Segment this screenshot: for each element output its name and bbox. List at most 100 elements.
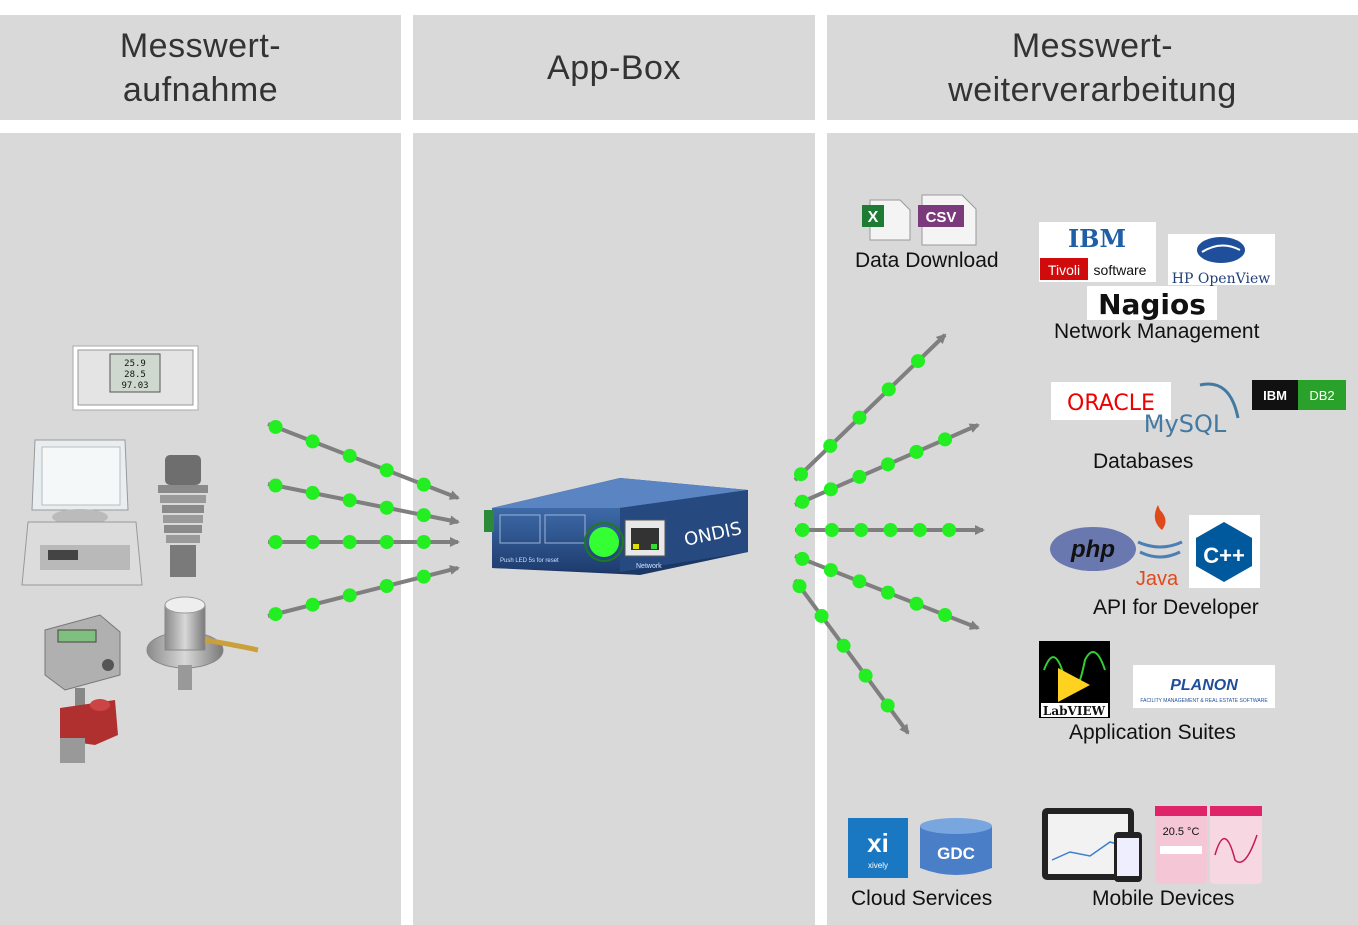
input-flow-4-dot: [342, 588, 357, 603]
svg-text:php: php: [1070, 536, 1115, 563]
logger-line3: 97.03: [121, 381, 148, 391]
input-flow-2-dot: [305, 485, 320, 500]
output-flow-databases-dot: [912, 523, 927, 537]
excel-icon: X: [862, 199, 911, 241]
header-app-box: App-Box: [413, 15, 815, 120]
tablet-icon: [1042, 808, 1142, 882]
svg-text:PLANON: PLANON: [1170, 677, 1238, 694]
label-api-for-developer: API for Developer: [1093, 596, 1259, 619]
app-box-device: Push LED 5s for reset Network ONDIS: [484, 478, 748, 575]
gdc-logo: GDC: [920, 818, 992, 875]
svg-text:FACILITY MANAGEMENT & REAL EST: FACILITY MANAGEMENT & REAL ESTATE SOFTWA…: [1140, 698, 1268, 704]
output-flow-network-dot: [852, 469, 867, 484]
input-flow-3-dot: [379, 535, 394, 549]
svg-text:xi: xi: [867, 828, 889, 858]
output-flow-network-dot: [938, 432, 953, 447]
input-flow-2-dot: [268, 478, 283, 493]
output-flow-apps-dot: [836, 638, 851, 653]
output-flow-network-dot: [880, 457, 895, 472]
cpp-logo: C++: [1189, 515, 1260, 588]
svg-text:DB2: DB2: [1309, 388, 1334, 403]
label-databases: Databases: [1093, 450, 1194, 473]
label-application-suites: Application Suites: [1069, 721, 1236, 744]
input-flow-1-dot: [268, 419, 283, 434]
svg-text:Java: Java: [1136, 568, 1179, 590]
input-flow-1-dot: [342, 448, 357, 463]
output-flow-api-dot: [880, 585, 895, 600]
ibm-db2-logo: IBM DB2: [1252, 380, 1346, 410]
java-logo: Java: [1136, 505, 1183, 590]
network-label: Network: [636, 563, 662, 570]
svg-text:Tivoli: Tivoli: [1048, 262, 1080, 278]
output-flow-api-dot: [823, 563, 838, 578]
header-messwertaufnahme: Messwert-aufnahme: [0, 15, 401, 120]
svg-text:CSV: CSV: [926, 209, 957, 226]
transmitter-icon: [44, 614, 121, 763]
output-flow-databases-dot: [883, 523, 898, 537]
svg-text:GDC: GDC: [937, 844, 975, 863]
output-flow-download-dot: [852, 410, 867, 425]
output-flow-databases-dot: [854, 523, 869, 537]
input-flow-3-dot: [268, 535, 283, 549]
mysql-logo: MySQL: [1144, 382, 1240, 438]
logger-line1: 25.9: [124, 359, 146, 369]
output-flow-network-dot: [823, 482, 838, 497]
phone-app-icon: 20.5 °C: [1155, 806, 1262, 884]
output-flow-databases-dot: [795, 523, 810, 537]
input-flow-1-dot: [416, 477, 431, 492]
data-flows: [267, 333, 985, 735]
svg-text:HP OpenView: HP OpenView: [1172, 271, 1270, 287]
output-flow-databases-dot: [824, 523, 839, 537]
header-messwertweiterverarbeitung: Messwert-weiterverarbeitung: [827, 15, 1358, 120]
php-logo: php: [1050, 527, 1136, 571]
reset-label: Push LED 5s for reset: [500, 558, 559, 564]
output-flow-apps-dot: [858, 668, 873, 683]
output-flow-download-dot: [794, 467, 808, 482]
label-mobile-devices: Mobile Devices: [1092, 887, 1235, 910]
output-flow-api-dot: [852, 574, 867, 589]
csv-icon: CSV: [918, 194, 977, 246]
balance-icon: [21, 439, 143, 586]
output-flow-api-dot: [938, 608, 953, 623]
planon-logo: PLANON FACILITY MANAGEMENT & REAL ESTATE…: [1133, 665, 1275, 708]
labview-logo: LabVIEW: [1039, 641, 1110, 718]
output-flow-network-dot: [795, 494, 810, 509]
nagios-logo: Nagios: [1087, 286, 1217, 321]
input-flow-4-dot: [268, 607, 283, 622]
oracle-logo: ORACLE: [1051, 382, 1171, 420]
svg-text:LabVIEW: LabVIEW: [1043, 704, 1106, 718]
input-flow-3-dot: [342, 535, 357, 549]
input-flow-2-dot: [416, 508, 431, 523]
svg-text:20.5 °C: 20.5 °C: [1163, 826, 1200, 838]
output-flow-download-dot: [823, 438, 838, 453]
label-data-download: Data Download: [855, 249, 999, 272]
input-flow-1-dot: [305, 434, 320, 449]
label-cloud-services: Cloud Services: [851, 887, 993, 910]
svg-text:ORACLE: ORACLE: [1067, 391, 1155, 416]
svg-text:Nagios: Nagios: [1098, 288, 1206, 321]
ibm-tivoli-logo: IBM Tivoli software: [1039, 222, 1156, 282]
input-flow-3-dot: [416, 535, 431, 549]
hp-openview-logo: HP OpenView: [1168, 234, 1275, 287]
output-flow-apps-dot: [814, 608, 829, 623]
svg-text:IBM: IBM: [1068, 224, 1126, 253]
xively-logo: xi xively: [848, 818, 908, 878]
output-flow-api-dot: [795, 551, 810, 566]
input-flow-3-dot: [305, 535, 320, 549]
svg-text:C++: C++: [1203, 543, 1245, 568]
status-led: [589, 527, 619, 557]
label-network-management: Network Management: [1054, 320, 1260, 343]
output-flow-apps-dot: [792, 579, 807, 594]
input-flow-4-dot: [379, 579, 394, 593]
input-flow-2-dot: [379, 500, 394, 515]
output-flow-network-dot: [909, 444, 924, 459]
output-flow-download-dot: [911, 354, 925, 369]
svg-text:software: software: [1094, 262, 1147, 278]
input-flow-4-dot: [305, 597, 320, 612]
pressure-sensor-icon: [146, 596, 259, 690]
logger-line2: 28.5: [124, 370, 146, 380]
svg-text:MySQL: MySQL: [1144, 410, 1227, 438]
input-flow-2-dot: [342, 493, 357, 508]
input-flow-4-dot: [416, 569, 431, 584]
